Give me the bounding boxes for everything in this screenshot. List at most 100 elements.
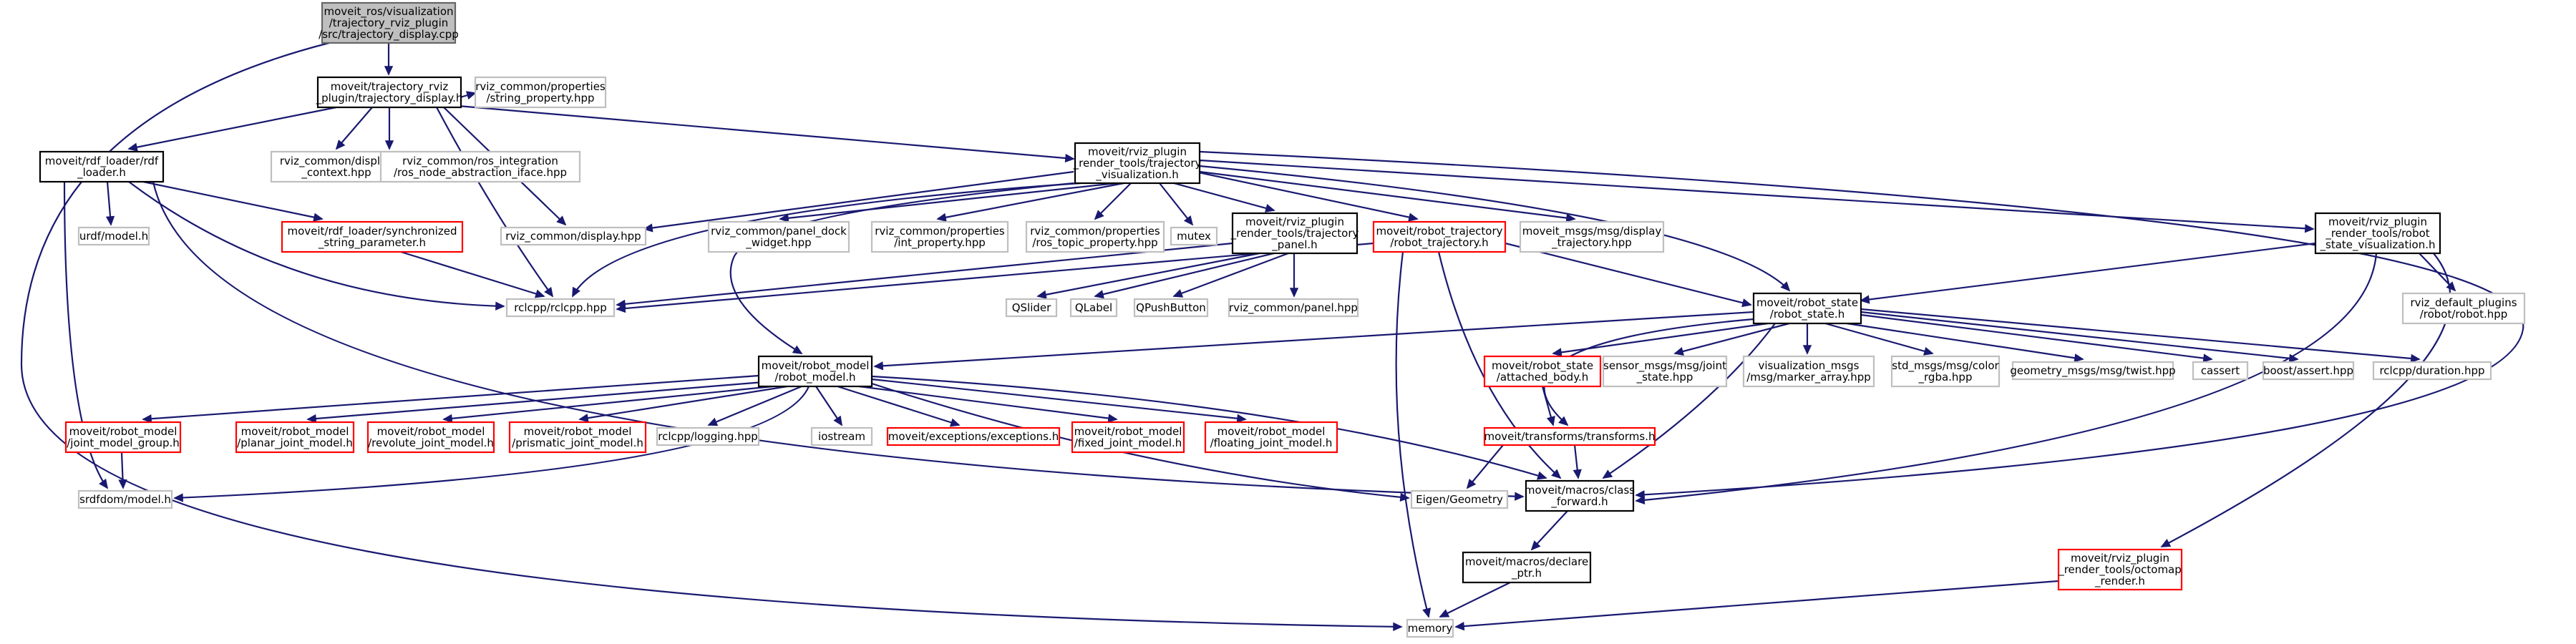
node-box	[2401, 292, 2526, 325]
edge-root-to-traj_display_h	[384, 43, 394, 76]
edge-robot_state_h-to-duration	[1860, 308, 2421, 364]
node-box	[1228, 298, 1359, 318]
node-label: rviz_common/ros_integration	[402, 155, 558, 168]
node-srdfdom[interactable]: srdfdom/model.h	[77, 489, 173, 509]
edge-traj_display_h-to-display_context	[335, 107, 373, 150]
node-label: /revolute_joint_model.h	[368, 436, 494, 450]
node-box	[810, 426, 873, 447]
node-label: moveit/rviz_plugin	[2071, 552, 2169, 565]
node-display-hpp[interactable]: rviz_common/display.hpp	[500, 226, 647, 246]
node-floating-joint[interactable]: moveit/robot_model/floating_joint_model.…	[1204, 421, 1338, 454]
node-box	[870, 220, 1009, 253]
node-ros-node-abstraction[interactable]: rviz_common/ros_integration/ros_node_abs…	[379, 150, 581, 183]
node-box	[1742, 355, 1875, 388]
edge-robot_state_vis-to-robot_state_h	[1860, 242, 2316, 304]
node-label: moveit/macros/class	[1525, 484, 1635, 497]
node-label: /string_property.hpp	[486, 92, 594, 105]
node-transforms[interactable]: moveit/transforms/transforms.h	[1483, 426, 1656, 447]
node-robot-hpp[interactable]: rviz_default_plugins/robot/robot.hpp	[2401, 292, 2526, 325]
node-traj-visualization[interactable]: moveit/rviz_plugin_render_tools/trajecto…	[1073, 142, 1202, 185]
node-label: moveit/rdf_loader/synchronized	[288, 225, 457, 238]
node-label: /src/trajectory_display.cpp	[319, 28, 459, 42]
node-urdf-model[interactable]: urdf/model.h	[77, 226, 150, 246]
node-robot-model-h[interactable]: moveit/robot_model/robot_model.h	[757, 355, 873, 388]
node-exceptions[interactable]: moveit/exceptions/exceptions.h	[886, 426, 1061, 447]
node-declare-ptr[interactable]: moveit/macros/declare_ptr.h	[1462, 551, 1592, 584]
edge-robot_state_h-to-marker_array	[1802, 323, 1812, 355]
node-octomap-render[interactable]: moveit/rviz_plugin_render_tools/octomap_…	[2057, 548, 2183, 591]
node-label: _render_tools/robot	[2325, 227, 2429, 240]
node-label: /ros_node_abstraction_iface.hpp	[394, 166, 567, 180]
node-twist[interactable]: geometry_msgs/msg/twist.hpp	[2010, 361, 2176, 381]
node-joint-state[interactable]: sensor_msgs/msg/joint_state.hpp	[1602, 355, 1728, 388]
node-traj-panel[interactable]: moveit/rviz_plugin_render_tools/trajecto…	[1230, 212, 1359, 255]
node-label: boost/assert.hpp	[2263, 364, 2353, 377]
node-box	[505, 298, 616, 318]
edge-traj_visualization-to-traj_panel	[1173, 182, 1275, 213]
node-boost-assert[interactable]: boost/assert.hpp	[2262, 361, 2355, 381]
node-panel-dock[interactable]: rviz_common/panel_dock_widget.hpp	[707, 220, 850, 253]
node-class-forward[interactable]: moveit/macros/class_forward.h	[1525, 479, 1635, 512]
node-traj-display-h[interactable]: moveit/trajectory_rviz_plugin/trajectory…	[316, 76, 463, 109]
node-logging[interactable]: rclcpp/logging.hpp	[656, 426, 760, 447]
node-label: rviz_common/panel.hpp	[1229, 301, 1358, 315]
edge-robot_state_h-to-robot_model_h	[873, 311, 1754, 371]
node-label: /trajectory_rviz_plugin	[329, 16, 449, 30]
edge-joint_model_group-to-srdfdom	[118, 452, 127, 489]
node-label: moveit/robot_model	[524, 425, 632, 439]
node-label: _rgba.hpp	[1918, 371, 1973, 384]
node-iostream[interactable]: iostream	[810, 426, 873, 447]
node-ros-topic-property[interactable]: rviz_common/properties/ros_topic_propert…	[1025, 220, 1165, 253]
node-robot-state-vis[interactable]: moveit/rviz_plugin_render_tools/robot_st…	[2314, 212, 2441, 255]
node-box	[500, 226, 647, 246]
edge-robot_model_h-to-revolute_joint	[442, 385, 774, 423]
node-label: _context.hpp	[301, 166, 371, 180]
node-label: mutex	[1177, 230, 1211, 243]
node-qlabel[interactable]: QLabel	[1069, 298, 1118, 318]
node-label: /msg/marker_array.hpp	[1746, 371, 1871, 384]
node-memory[interactable]: memory	[1406, 618, 1454, 638]
edge-rdf_loader-to-urdf_model	[105, 181, 115, 226]
node-label: moveit/robot_model	[377, 425, 485, 439]
node-eigen[interactable]: Eigen/Geometry	[1410, 489, 1509, 509]
node-root[interactable]: moveit_ros/visualization/trajectory_rviz…	[319, 1, 459, 44]
node-revolute-joint[interactable]: moveit/robot_model/revolute_joint_model.…	[366, 421, 495, 454]
node-qpushbutton[interactable]: QPushButton	[1133, 298, 1209, 318]
node-planar-joint[interactable]: moveit/robot_model/planar_joint_model.h	[235, 421, 355, 454]
node-label: memory	[1408, 622, 1453, 635]
node-joint-model-group[interactable]: moveit/robot_model/joint_model_group.h	[64, 421, 182, 454]
node-display-context[interactable]: rviz_common/display_context.hpp	[270, 150, 403, 183]
edge-robot_model_h-to-logging	[707, 385, 802, 426]
edge-traj_panel-to-qlabel	[1094, 252, 1275, 299]
node-box	[474, 76, 607, 109]
node-display-trajectory[interactable]: moveit_msgs/msg/display_trajectory.hpp	[1519, 220, 1665, 253]
edge-robot_model_h-to-srdfdom	[173, 386, 810, 502]
edge-robot_state_vis-to-class_forward	[1635, 253, 2378, 504]
node-synchronized-string[interactable]: moveit/rdf_loader/synchronized_string_pa…	[281, 220, 464, 253]
node-marker-array[interactable]: visualization_msgs/msg/marker_array.hpp	[1742, 355, 1875, 388]
node-string-property[interactable]: rviz_common/properties/string_property.h…	[474, 76, 607, 109]
node-int-property[interactable]: rviz_common/properties/int_property.hpp	[870, 220, 1009, 253]
edge-declare_ptr-to-memory	[1439, 582, 1511, 618]
node-attached-body[interactable]: moveit/robot_state/attached_body.h	[1483, 355, 1602, 388]
node-rclcpp[interactable]: rclcpp/rclcpp.hpp	[505, 298, 616, 318]
edge-robot_model_h-to-iostream	[815, 386, 843, 426]
edge-robot_state_h-to-class_forward	[1602, 323, 1776, 479]
node-panel-hpp[interactable]: rviz_common/panel.hpp	[1228, 298, 1359, 318]
node-mutex[interactable]: mutex	[1170, 226, 1218, 246]
node-color-rgba[interactable]: std_msgs/msg/color_rgba.hpp	[1890, 355, 2001, 388]
node-box	[1170, 226, 1218, 246]
node-box	[77, 489, 173, 509]
node-qslider[interactable]: QSlider	[1005, 298, 1058, 318]
node-rdf-loader[interactable]: moveit/rdf_loader/rdf_loader.h	[39, 150, 165, 183]
node-robot-trajectory[interactable]: moveit/robot_trajectory/robot_trajectory…	[1372, 220, 1507, 253]
node-fixed-joint[interactable]: moveit/robot_model/fixed_joint_model.h	[1071, 421, 1185, 454]
node-label: /planar_joint_model.h	[237, 436, 353, 450]
node-label: _loader.h	[77, 166, 126, 180]
node-box	[2011, 361, 2174, 381]
node-cassert[interactable]: cassert	[2192, 361, 2249, 381]
edge-robot_model_h-to-eigen	[871, 382, 1410, 502]
node-prismatic-joint[interactable]: moveit/robot_model/prismatic_joint_model…	[508, 421, 647, 454]
node-robot-state-h[interactable]: moveit/robot_state/robot_state.h	[1752, 292, 1862, 325]
node-duration[interactable]: rclcpp/duration.hpp	[2372, 361, 2492, 381]
